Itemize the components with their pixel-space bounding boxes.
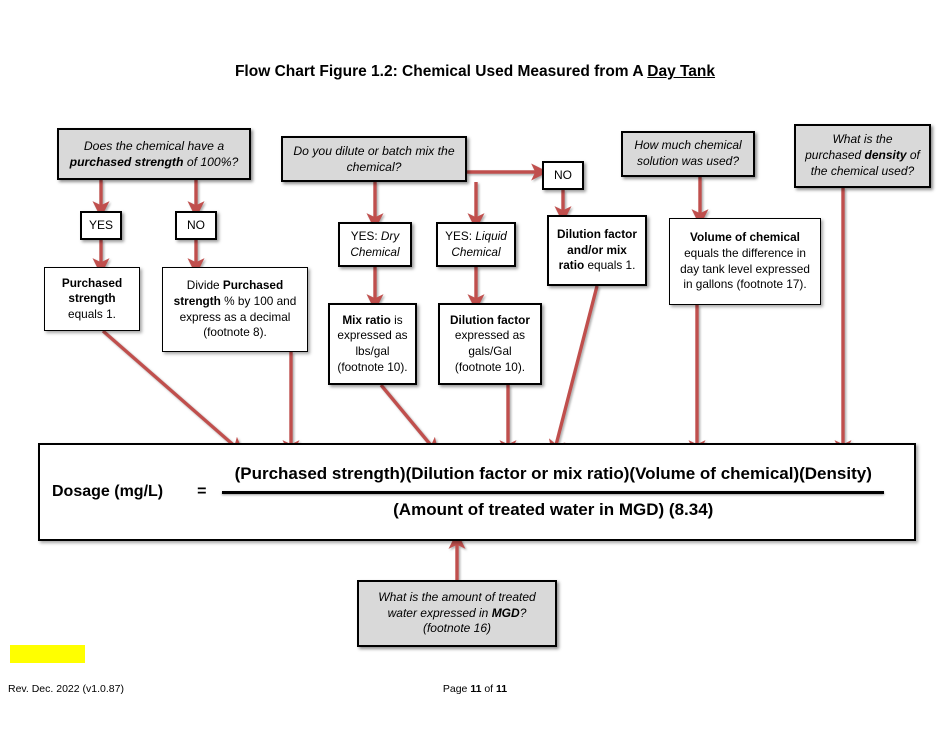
question-density-line1: What is the: [832, 132, 893, 147]
page-title: Flow Chart Figure 1.2: Chemical Used Mea…: [0, 63, 950, 81]
yellow-highlight-mark: [10, 645, 85, 663]
question-treated-water-amount: What is the amount of treated water expr…: [357, 580, 557, 647]
result-purchased-line1: Purchased: [61, 275, 123, 290]
branch-no-dilute: NO: [542, 161, 584, 190]
branch-no-strength: NO: [175, 211, 217, 240]
formula-numerator: (Purchased strength)(Dilution factor or …: [234, 464, 872, 483]
result-mix-ratio-rest: is expressed as lbs/gal (footnote 10).: [337, 312, 408, 374]
question-purchased-density: What is the purchased density of the che…: [794, 124, 931, 188]
branch-yes-liquid-prefix: YES:: [445, 228, 476, 243]
branch-yes-dry-chemical: YES: Dry Chemical: [338, 222, 412, 267]
question-dilute-line1: Do you dilute or batch mix the: [293, 143, 455, 158]
result-divide-seg1: Divide: [186, 278, 223, 293]
result-dilution-equals-one-bold: Dilution factor and/or mix ratio: [557, 227, 637, 273]
result-mix-ratio: Mix ratio is expressed as lbs/gal (footn…: [328, 303, 417, 385]
result-dilution-factor: Dilution factor expressed as gals/Gal (f…: [438, 303, 542, 385]
arrow-mix-ratio-to-formula: [379, 383, 440, 456]
result-dilution-equals-one-rest: equals 1.: [584, 258, 636, 273]
result-dilution-equals-one: Dilution factor and/or mix ratio equals …: [547, 215, 647, 286]
formula-fraction: (Purchased strength)(Dilution factor or …: [222, 464, 914, 520]
result-purchased-line2: strength: [68, 291, 116, 306]
question-dilute-line2: chemical?: [346, 160, 402, 174]
footer-page-word: Page: [442, 683, 471, 695]
question-dilute-or-batch-mix: Do you dilute or batch mix the chemical?: [281, 136, 467, 182]
dosage-formula-box: Dosage (mg/L) = (Purchased strength)(Dil…: [38, 443, 916, 541]
question-treated-water-line2-pre: water expressed in: [387, 605, 492, 620]
result-dilution-factor-bold: Dilution factor: [450, 312, 530, 327]
question-density-line2-pre: purchased: [805, 148, 865, 163]
branch-yes-strength-label: YES: [88, 217, 113, 232]
result-mix-ratio-bold: Mix ratio: [342, 312, 391, 327]
result-divide-purchased-strength: Divide Purchased strength % by 100 and e…: [162, 267, 308, 352]
result-volume-bold: Volume of chemical: [690, 230, 800, 245]
formula-left-hand-side: Dosage (mg/L): [52, 483, 164, 500]
question-purchased-strength-line1: Does the chemical have a: [83, 138, 225, 153]
question-density-line3: the chemical used?: [810, 163, 915, 178]
question-chemical-solution-used: How much chemical solution was used?: [621, 131, 755, 177]
result-purchased-strength-equals-one: Purchased strength equals 1.: [44, 267, 140, 331]
result-divide-seg2: Purchased strength: [173, 278, 284, 308]
question-treated-water-line3: (footnote 16): [422, 621, 492, 636]
question-density-line2-post: of: [906, 148, 920, 163]
footer-revision: Rev. Dec. 2022 (v1.0.87): [8, 683, 124, 695]
branch-yes-liquid-italic: Liquid Chemical: [451, 228, 507, 259]
formula-equals-sign: =: [197, 483, 207, 500]
question-purchased-strength-rest: of 100%?: [183, 155, 239, 169]
branch-no-strength-label: NO: [187, 217, 205, 232]
footer-page-total: 11: [496, 683, 508, 695]
formula-fraction-bar: [222, 491, 884, 494]
footer-page-number: 11: [470, 683, 482, 695]
arrow-dilution-eq1-to-formula: [548, 285, 599, 457]
question-solution-line1: How much chemical: [634, 138, 742, 153]
branch-yes-strength: YES: [80, 211, 122, 240]
branch-no-dilute-label: NO: [554, 167, 572, 182]
result-purchased-line3: equals 1.: [68, 306, 116, 321]
question-treated-water-line1: What is the amount of treated: [378, 589, 536, 604]
result-dilution-factor-rest: expressed as gals/Gal (footnote 10).: [454, 328, 526, 374]
question-density-bold: density: [864, 148, 907, 163]
branch-yes-dry-prefix: YES:: [350, 228, 381, 243]
question-purchased-strength: Does the chemical have a purchased stren…: [57, 128, 251, 180]
question-solution-line2: solution was used?: [636, 154, 740, 168]
question-treated-water-line2-post: ?: [519, 605, 527, 620]
question-treated-water-bold: MGD: [491, 605, 520, 620]
question-purchased-strength-bold: purchased strength: [69, 155, 184, 169]
branch-yes-dry-italic: Dry Chemical: [350, 228, 400, 259]
page-title-underlined: Day Tank: [647, 63, 716, 80]
branch-yes-liquid-chemical: YES: Liquid Chemical: [436, 222, 516, 267]
formula-denominator: (Amount of treated water in MGD) (8.34): [393, 500, 714, 519]
page-title-main: Flow Chart Figure 1.2: Chemical Used Mea…: [234, 63, 648, 80]
footer-of-word: of: [481, 683, 497, 695]
result-volume-of-chemical: Volume of chemical equals the difference…: [669, 218, 821, 305]
result-volume-rest: equals the difference in day tank level …: [680, 245, 810, 292]
footer-page-indicator: Page 11 of 11: [0, 683, 950, 695]
